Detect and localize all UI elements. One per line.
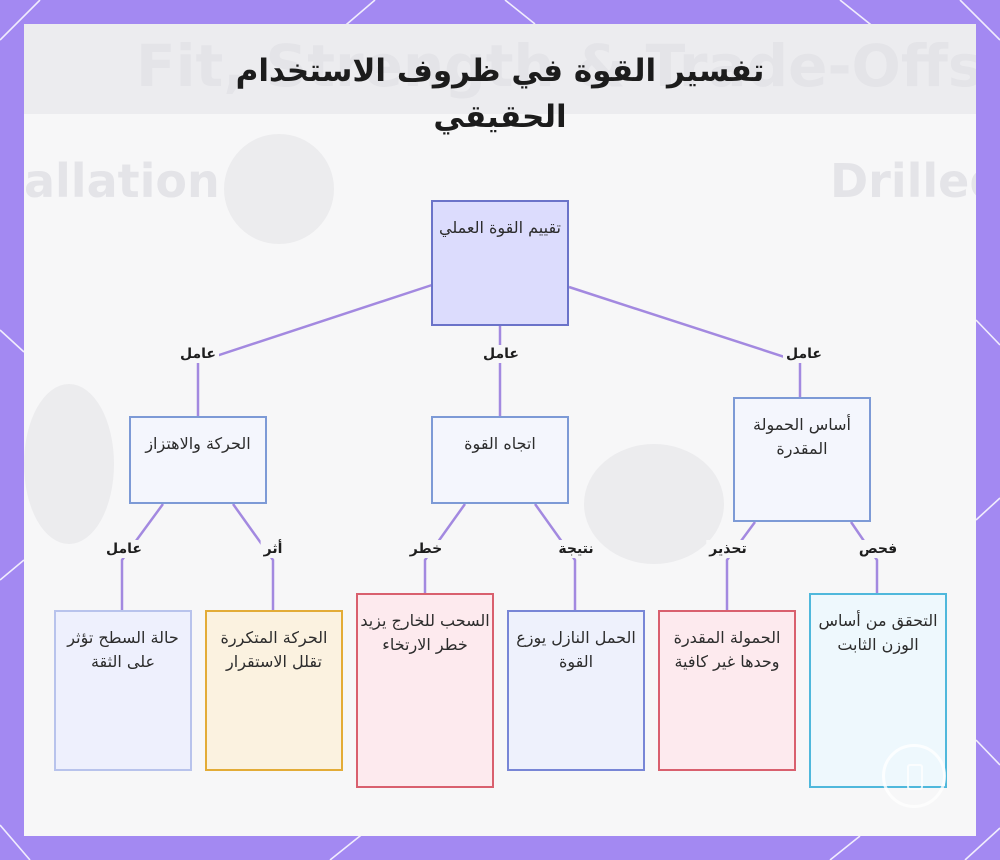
edge-label-motion-repeated: أثر xyxy=(260,540,286,558)
node-direction: اتجاه القوة xyxy=(431,416,569,504)
edge-label-direction-downward: نتيجة xyxy=(555,540,597,558)
edge-motion-surface xyxy=(120,503,165,610)
node-check-weight: التحقق من أساس الوزن الثابت xyxy=(809,593,947,788)
edge-basis-check xyxy=(849,521,879,593)
background-right-text: Drilled xyxy=(830,154,976,208)
node-check-weight-label: التحقق من أساس الوزن الثابت xyxy=(818,611,938,654)
node-basis-label: أساس الحمولة المقدرة xyxy=(753,415,851,458)
edge-label-basis-check: فحص xyxy=(855,540,901,558)
watermark-logo-glyph xyxy=(907,764,923,790)
edge-basis-rated xyxy=(725,521,757,610)
node-pullout: السحب للخارج يزيد خطر الارتخاء xyxy=(356,593,494,788)
node-basis: أساس الحمولة المقدرة xyxy=(733,397,871,522)
node-direction-label: اتجاه القوة xyxy=(464,434,536,453)
node-surface-label: حالة السطح تؤثر على الثقة xyxy=(67,628,179,671)
node-downward-label: الحمل النازل يوزع القوة xyxy=(516,628,636,671)
background-banner xyxy=(24,24,976,114)
edge-label-motion-surface: عامل xyxy=(103,540,145,558)
edge-label-root-basis: عامل xyxy=(783,345,825,363)
edge-label-basis-rated: تحذير xyxy=(706,540,750,558)
background-banner-text: Fit, Strength & Trade-Offs xyxy=(136,32,976,100)
node-root: تقييم القوة العملي xyxy=(431,200,569,326)
edge-root-basis xyxy=(568,285,802,397)
node-motion-label: الحركة والاهتزاز xyxy=(145,434,251,453)
node-rated-load: الحمولة المقدرة وحدها غير كافية xyxy=(658,610,796,771)
edge-motion-repeated xyxy=(231,503,275,610)
edge-direction-pullout xyxy=(423,503,467,593)
edge-direction-downward xyxy=(533,503,577,610)
node-pullout-label: السحب للخارج يزيد خطر الارتخاء xyxy=(360,611,490,654)
background-photo-blob xyxy=(224,134,334,244)
background-left-text: allation xyxy=(24,154,220,208)
background-photo-blob xyxy=(584,444,724,564)
watermark-logo-icon xyxy=(882,744,946,808)
edge-label-root-direction: عامل xyxy=(480,345,522,363)
node-surface: حالة السطح تؤثر على الثقة xyxy=(54,610,192,771)
edge-label-root-motion: عامل xyxy=(177,345,219,363)
background-photo-blob xyxy=(24,384,114,544)
edge-root-motion xyxy=(196,283,433,416)
node-repeated-label: الحركة المتكررة تقلل الاستقرار xyxy=(220,628,328,671)
edge-label-direction-pullout: خطر xyxy=(406,540,446,558)
node-rated-load-label: الحمولة المقدرة وحدها غير كافية xyxy=(673,628,781,671)
node-downward: الحمل النازل يوزع القوة xyxy=(507,610,645,771)
node-repeated: الحركة المتكررة تقلل الاستقرار xyxy=(205,610,343,771)
node-motion: الحركة والاهتزاز xyxy=(129,416,267,504)
diagram-title: تفسير القوة في ظروف الاستخدام الحقيقي xyxy=(235,53,765,135)
node-root-label: تقييم القوة العملي xyxy=(438,218,561,237)
